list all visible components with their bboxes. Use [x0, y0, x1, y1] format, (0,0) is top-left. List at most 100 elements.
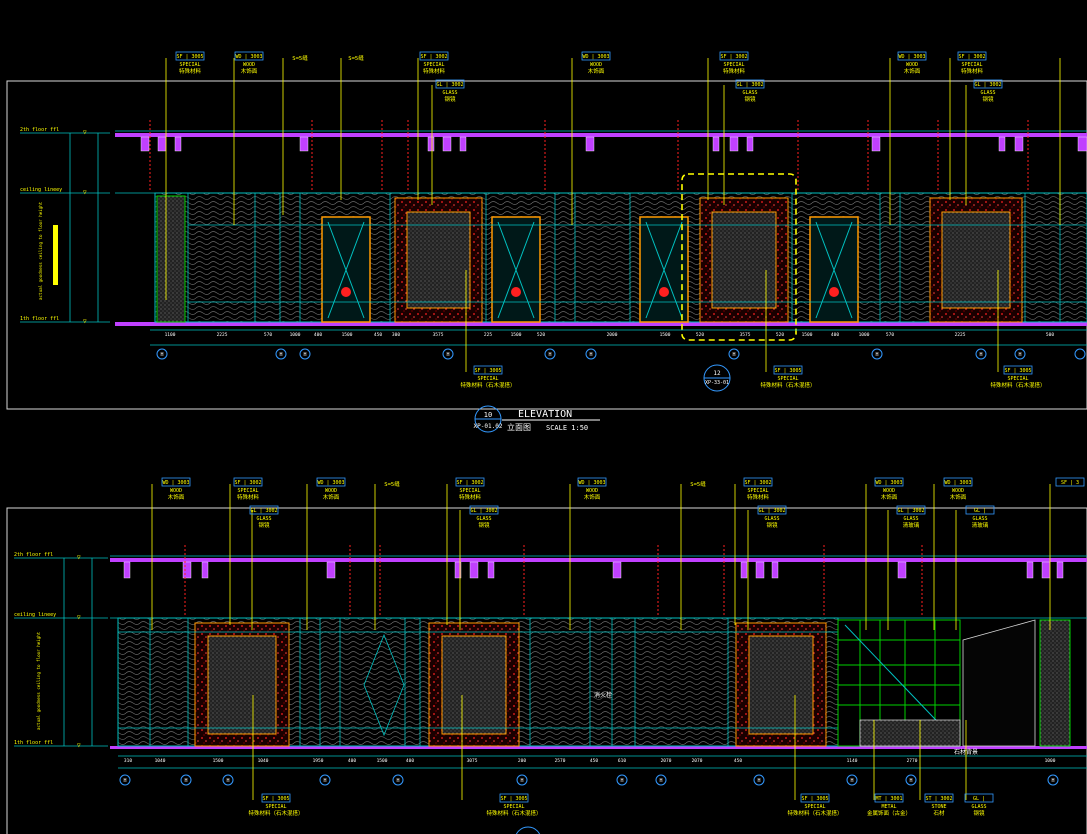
callout-tag-box — [419, 51, 449, 61]
callout-material: WOOD — [590, 62, 602, 68]
callout-cn: 木饰面 — [904, 67, 921, 75]
callout-code: SF | 3005 — [474, 368, 501, 374]
callout-material: SPECIAL — [477, 376, 498, 382]
callout-cn: 钢镜 — [744, 95, 756, 103]
callout-code: SF | 3002 — [420, 54, 447, 60]
dimension-text: 1040 — [258, 758, 269, 764]
dimension-text: 1040 — [155, 758, 166, 764]
callout-cn: 特殊材料 — [747, 493, 770, 501]
callout-cn: 特殊材料（石木混搭） — [486, 809, 541, 817]
dimension-text: 2225 — [217, 332, 228, 338]
level-label: ceiling lineey — [20, 187, 62, 193]
callout-code: SF | 3005 — [176, 54, 203, 60]
callout-code: GL | 3002 — [250, 508, 277, 514]
e1-detail-box — [681, 173, 797, 341]
grid-label: H — [589, 352, 592, 358]
callout-cn: S=5缝 — [384, 480, 400, 488]
callout-cn: 木饰面 — [584, 493, 601, 501]
callout-cn: 特殊材料（石木混搭） — [990, 381, 1045, 389]
callout-code: ST | 3002 — [925, 796, 952, 802]
grid-label: H — [520, 778, 523, 784]
e1-height-bar — [53, 225, 58, 285]
e2-ceiling-lights — [123, 561, 1064, 579]
level-label: 1th floor ffl — [20, 316, 59, 322]
dimension-text: 1000 — [1045, 758, 1056, 764]
e1-slab — [115, 133, 1087, 137]
elevation-scale: SCALE 1:50 — [546, 424, 588, 432]
e2-slab — [110, 558, 1087, 562]
dimension-text: 450 — [734, 758, 742, 764]
callout-tag-box — [719, 51, 749, 61]
callout-material: SPECIAL — [723, 62, 744, 68]
e2-partition — [962, 619, 1036, 747]
elevation-sheet: XP-01.02 — [474, 423, 503, 430]
elevation2-frame — [6, 507, 1087, 834]
callout-cn: 钢镜 — [258, 521, 270, 529]
level-mark: ▽ — [77, 554, 81, 561]
callout-code: WD | 3003 — [944, 480, 971, 486]
callout-material: WOOD — [170, 488, 182, 494]
side-note: actual goodness ceiling to floor height — [38, 201, 43, 300]
level-mark: ▽ — [77, 614, 81, 621]
callout-tag-box — [874, 477, 904, 487]
callout-code: SF | 3 — [1061, 480, 1079, 486]
dimension-text: 1500 — [511, 332, 522, 338]
dimension-text: 1500 — [377, 758, 388, 764]
callout-code: SF | 3002 — [234, 480, 261, 486]
detail-sheet: XP-33-01 — [705, 380, 729, 386]
e1-level-markers — [20, 132, 110, 323]
callout-material: SPECIAL — [237, 488, 258, 494]
callout-material: GLASS — [972, 516, 987, 522]
callout-material: WOOD — [883, 488, 895, 494]
e2-floor — [110, 746, 1087, 749]
level-mark: ▽ — [83, 129, 87, 136]
callout-material: WOOD — [325, 488, 337, 494]
callout-tag-box — [233, 477, 263, 487]
dimension-text: 2000 — [607, 332, 618, 338]
callout-code: GL | 3002 — [436, 82, 463, 88]
callout-tag-box — [943, 477, 973, 487]
dimension-text: 1500 — [802, 332, 813, 338]
dimension-text: 2225 — [955, 332, 966, 338]
callout-cn: 钢镜 — [982, 95, 994, 103]
grid-label: H — [323, 778, 326, 784]
callout-cn: 木饰面 — [241, 67, 258, 75]
dimension-text: 520 — [776, 332, 784, 338]
level-label: 1th floor ffl — [14, 740, 53, 746]
callout-tag-box — [1003, 365, 1033, 375]
callout-tag-box — [175, 51, 205, 61]
dimension-text: 400 — [831, 332, 839, 338]
callout-cn: 特殊材料 — [459, 493, 482, 501]
e1-stone-panels — [394, 197, 1023, 323]
callout-code: SF | 3005 — [500, 796, 527, 802]
detail-number: 12 — [713, 370, 721, 377]
grid-label: H — [1018, 352, 1021, 358]
callout-cn: 特殊材料 — [723, 67, 746, 75]
callout-cn: 钢镜 — [444, 95, 456, 103]
callout-tag-box — [161, 477, 191, 487]
callout-cn: 清玻璃 — [972, 521, 989, 529]
callout-material: GLASS — [980, 90, 995, 96]
callout-code: SF | 3005 — [801, 796, 828, 802]
callout-tag-box — [800, 793, 830, 803]
callout-tag-box — [743, 477, 773, 487]
callout-material: WOOD — [906, 62, 918, 68]
dimension-text: 1100 — [165, 332, 176, 338]
level-mark: ▽ — [83, 189, 87, 196]
grid-label: H — [548, 352, 551, 358]
callout-cn: 特殊材料 — [237, 493, 260, 501]
callout-tag-box — [455, 477, 485, 487]
dimension-text: 520 — [696, 332, 704, 338]
dimension-text: 200 — [518, 758, 526, 764]
callout-cn: 特殊材料 — [179, 67, 202, 75]
hydrant-label: 消火栓 — [594, 691, 612, 699]
e2-stone-panels — [194, 622, 827, 747]
callout-material: SPECIAL — [179, 62, 200, 68]
e1-left-column — [156, 195, 186, 323]
callout-code: GL | — [974, 508, 986, 514]
dimension-text: 3575 — [433, 332, 444, 338]
dimension-text: 3575 — [740, 332, 751, 338]
callout-tag-box — [896, 505, 926, 515]
